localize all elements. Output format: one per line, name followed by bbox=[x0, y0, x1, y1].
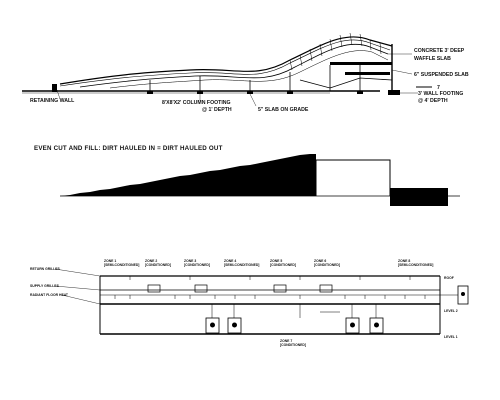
zone-label-type: [CONDITIONED] bbox=[184, 263, 210, 267]
roof-slab-top bbox=[59, 36, 393, 85]
radiant-heat-label: RADIANT FLOOR HEAT bbox=[30, 293, 69, 297]
zone-label-name: ZONE 4 bbox=[224, 259, 236, 263]
level-1-label: LEVEL 1 bbox=[444, 335, 458, 339]
roof-slab-mid bbox=[59, 39, 391, 87]
return-grilles bbox=[129, 276, 411, 280]
suspended-slab bbox=[330, 62, 392, 65]
zone-label-name: ZONE 5 bbox=[270, 259, 282, 263]
cut-fill-building-outline bbox=[315, 159, 391, 196]
risers bbox=[211, 294, 458, 318]
zone-label-name: ZONE 3 bbox=[184, 259, 196, 263]
zone-label-type: [SEMI-CONDITIONED] bbox=[104, 263, 139, 267]
roof-air-handlers bbox=[147, 284, 333, 293]
zone-label-name: ZONE 2 bbox=[145, 259, 157, 263]
zone-label-name: ZONE 8 bbox=[398, 259, 410, 263]
supply-diffusers bbox=[114, 295, 426, 299]
wall-footing-label-2: @ 4' DEPTH bbox=[418, 98, 448, 104]
zone-label-type: [SEMI-CONDITIONED] bbox=[398, 263, 433, 267]
waffle-slab-label-1: CONCRETE 3' DEEP bbox=[414, 48, 465, 54]
waffle-slab-label-2: WAFFLE SLAB bbox=[414, 56, 451, 62]
level-2-label: LEVEL 2 bbox=[444, 309, 458, 313]
cut-volume bbox=[390, 188, 448, 206]
wall-footing bbox=[388, 90, 400, 95]
wall-footing-label-1: 3' WALL FOOTING bbox=[418, 91, 463, 97]
zone-label-type: [CONDITIONED] bbox=[314, 263, 340, 267]
column-footings bbox=[147, 91, 363, 94]
fill-volume bbox=[60, 154, 316, 196]
left-leaders bbox=[54, 268, 101, 305]
zone-label-name: ZONE 6 bbox=[314, 259, 326, 263]
cut-fill-diagram: EVEN CUT AND FILL: DIRT HAULED IN = DIRT… bbox=[34, 145, 460, 206]
zone-label-type: [CONDITIONED] bbox=[145, 263, 171, 267]
retaining-wall-label: RETAINING WALL bbox=[30, 98, 75, 104]
column-footing-depth-label: @ 1' DEPTH bbox=[202, 107, 232, 113]
waffle-ribs bbox=[289, 32, 382, 71]
return-grilles-label: RETURN GRILLES bbox=[30, 267, 61, 271]
cut-fill-title: EVEN CUT AND FILL: DIRT HAULED IN = DIRT… bbox=[34, 145, 223, 152]
supply-grilles-label: SUPPLY GRILLES bbox=[30, 284, 60, 288]
zone-label-name: ZONE 1 bbox=[104, 259, 116, 263]
suspended-slab-label: 6" SUSPENDED SLAB bbox=[414, 72, 469, 78]
roof-level-label: ROOF bbox=[444, 276, 454, 280]
zone-7-name: ZONE 7 bbox=[280, 339, 292, 343]
ground-floor-unit-cores bbox=[210, 292, 465, 328]
roof-slab-bottom bbox=[79, 43, 389, 88]
retaining-wall bbox=[52, 84, 57, 92]
slab-on-grade-label: 5" SLAB ON GRADE bbox=[258, 107, 309, 113]
zone-labels: ZONE 1 [SEMI-CONDITIONED] ZONE 2 [CONDIT… bbox=[104, 259, 433, 267]
ground-floor-units bbox=[205, 285, 469, 334]
leaders bbox=[56, 53, 418, 107]
gridline-label: 7 bbox=[437, 85, 440, 91]
zone-label-type: [SEMI-CONDITIONED] bbox=[224, 263, 259, 267]
building-section: 7 RETAINING WALL 8'X8'X2' COLUMN FOOTING… bbox=[22, 32, 469, 113]
stair-ramp bbox=[299, 77, 393, 89]
column-footing-label: 8'X8'X2' COLUMN FOOTING bbox=[162, 100, 231, 106]
roof-slab-under bbox=[109, 50, 389, 89]
columns bbox=[149, 65, 361, 91]
zone-7-type: [CONDITIONED] bbox=[280, 343, 306, 347]
zone-label-type: [CONDITIONED] bbox=[270, 263, 296, 267]
hvac-zone-section: RETURN GRILLES SUPPLY GRILLES RADIANT FL… bbox=[30, 259, 469, 347]
suspended-slab-lower bbox=[345, 72, 390, 75]
